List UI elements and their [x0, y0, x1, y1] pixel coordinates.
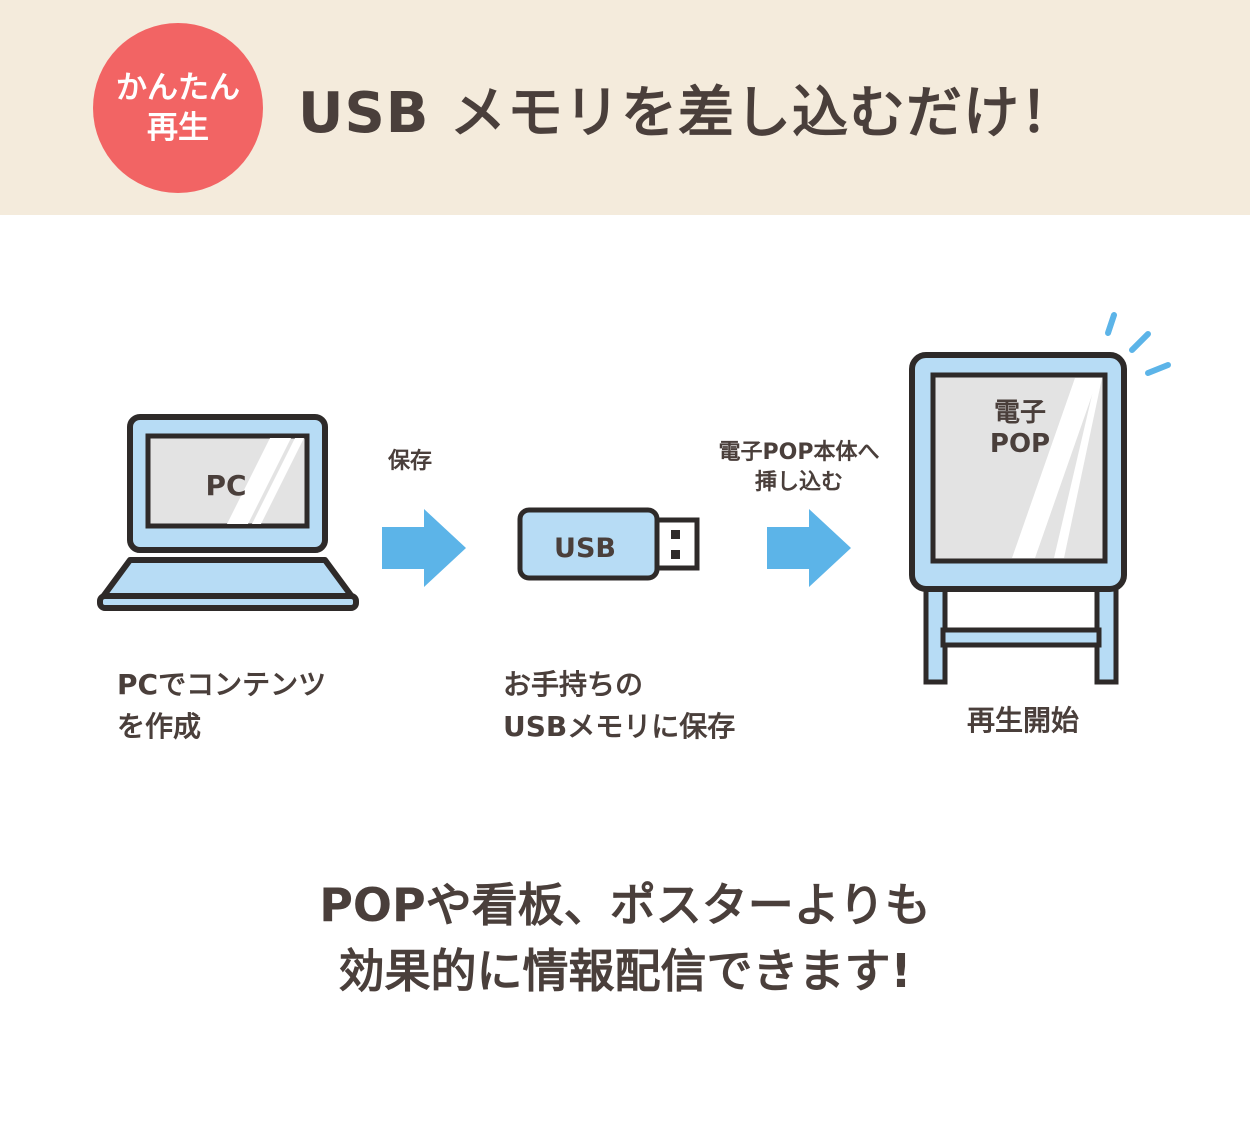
save-arrow-label: 保存 — [388, 449, 433, 474]
pc-step-caption: PCでコンテンツ を作成 — [117, 664, 326, 748]
pc-caption-line2: を作成 — [117, 710, 202, 743]
insert-label-line2: 挿し込む — [754, 470, 843, 495]
laptop-icon: PC — [97, 414, 359, 611]
insert-arrow-label: 電子POP本体へ 挿し込む — [705, 438, 893, 498]
page-title: USB メモリを差し込むだけ！ — [298, 81, 1077, 146]
badge-line1: かんたん — [116, 70, 240, 106]
laptop-screen-label: PC — [205, 469, 246, 502]
badge-line2: 再生 — [147, 110, 209, 146]
sparkle-icon — [1105, 312, 1171, 376]
pop-screen-line2: POP — [990, 429, 1050, 459]
arrow-right-icon — [767, 509, 851, 587]
footer-line2: 効果的に情報配信できます! — [338, 944, 912, 998]
insert-label-line1: 電子POP本体へ — [718, 440, 880, 465]
digital-pop-sign-icon: 電子 POP — [909, 352, 1127, 685]
header-band: かんたん 再生 USB メモリを差し込むだけ！ — [0, 0, 1250, 215]
pop-screen-line1: 電子 — [994, 398, 1046, 428]
pop-step-caption: 再生開始 — [967, 704, 1080, 737]
usb-stick-icon: USB — [517, 507, 700, 581]
usb-step-caption: お手持ちの USBメモリに保存 — [503, 664, 735, 748]
usb-caption-line2: USBメモリに保存 — [503, 710, 736, 743]
pc-caption-line1: PCでコンテンツ — [117, 668, 327, 701]
footer-message: POPや看板、ポスターよりも 効果的に情報配信できます! — [0, 872, 1250, 1004]
footer-line1: POPや看板、ポスターよりも — [319, 878, 931, 932]
usb-caption-line1: お手持ちの — [503, 668, 644, 701]
usb-device-label: USB — [554, 533, 616, 564]
easy-playback-badge: かんたん 再生 — [93, 23, 263, 193]
arrow-right-icon — [382, 509, 466, 587]
